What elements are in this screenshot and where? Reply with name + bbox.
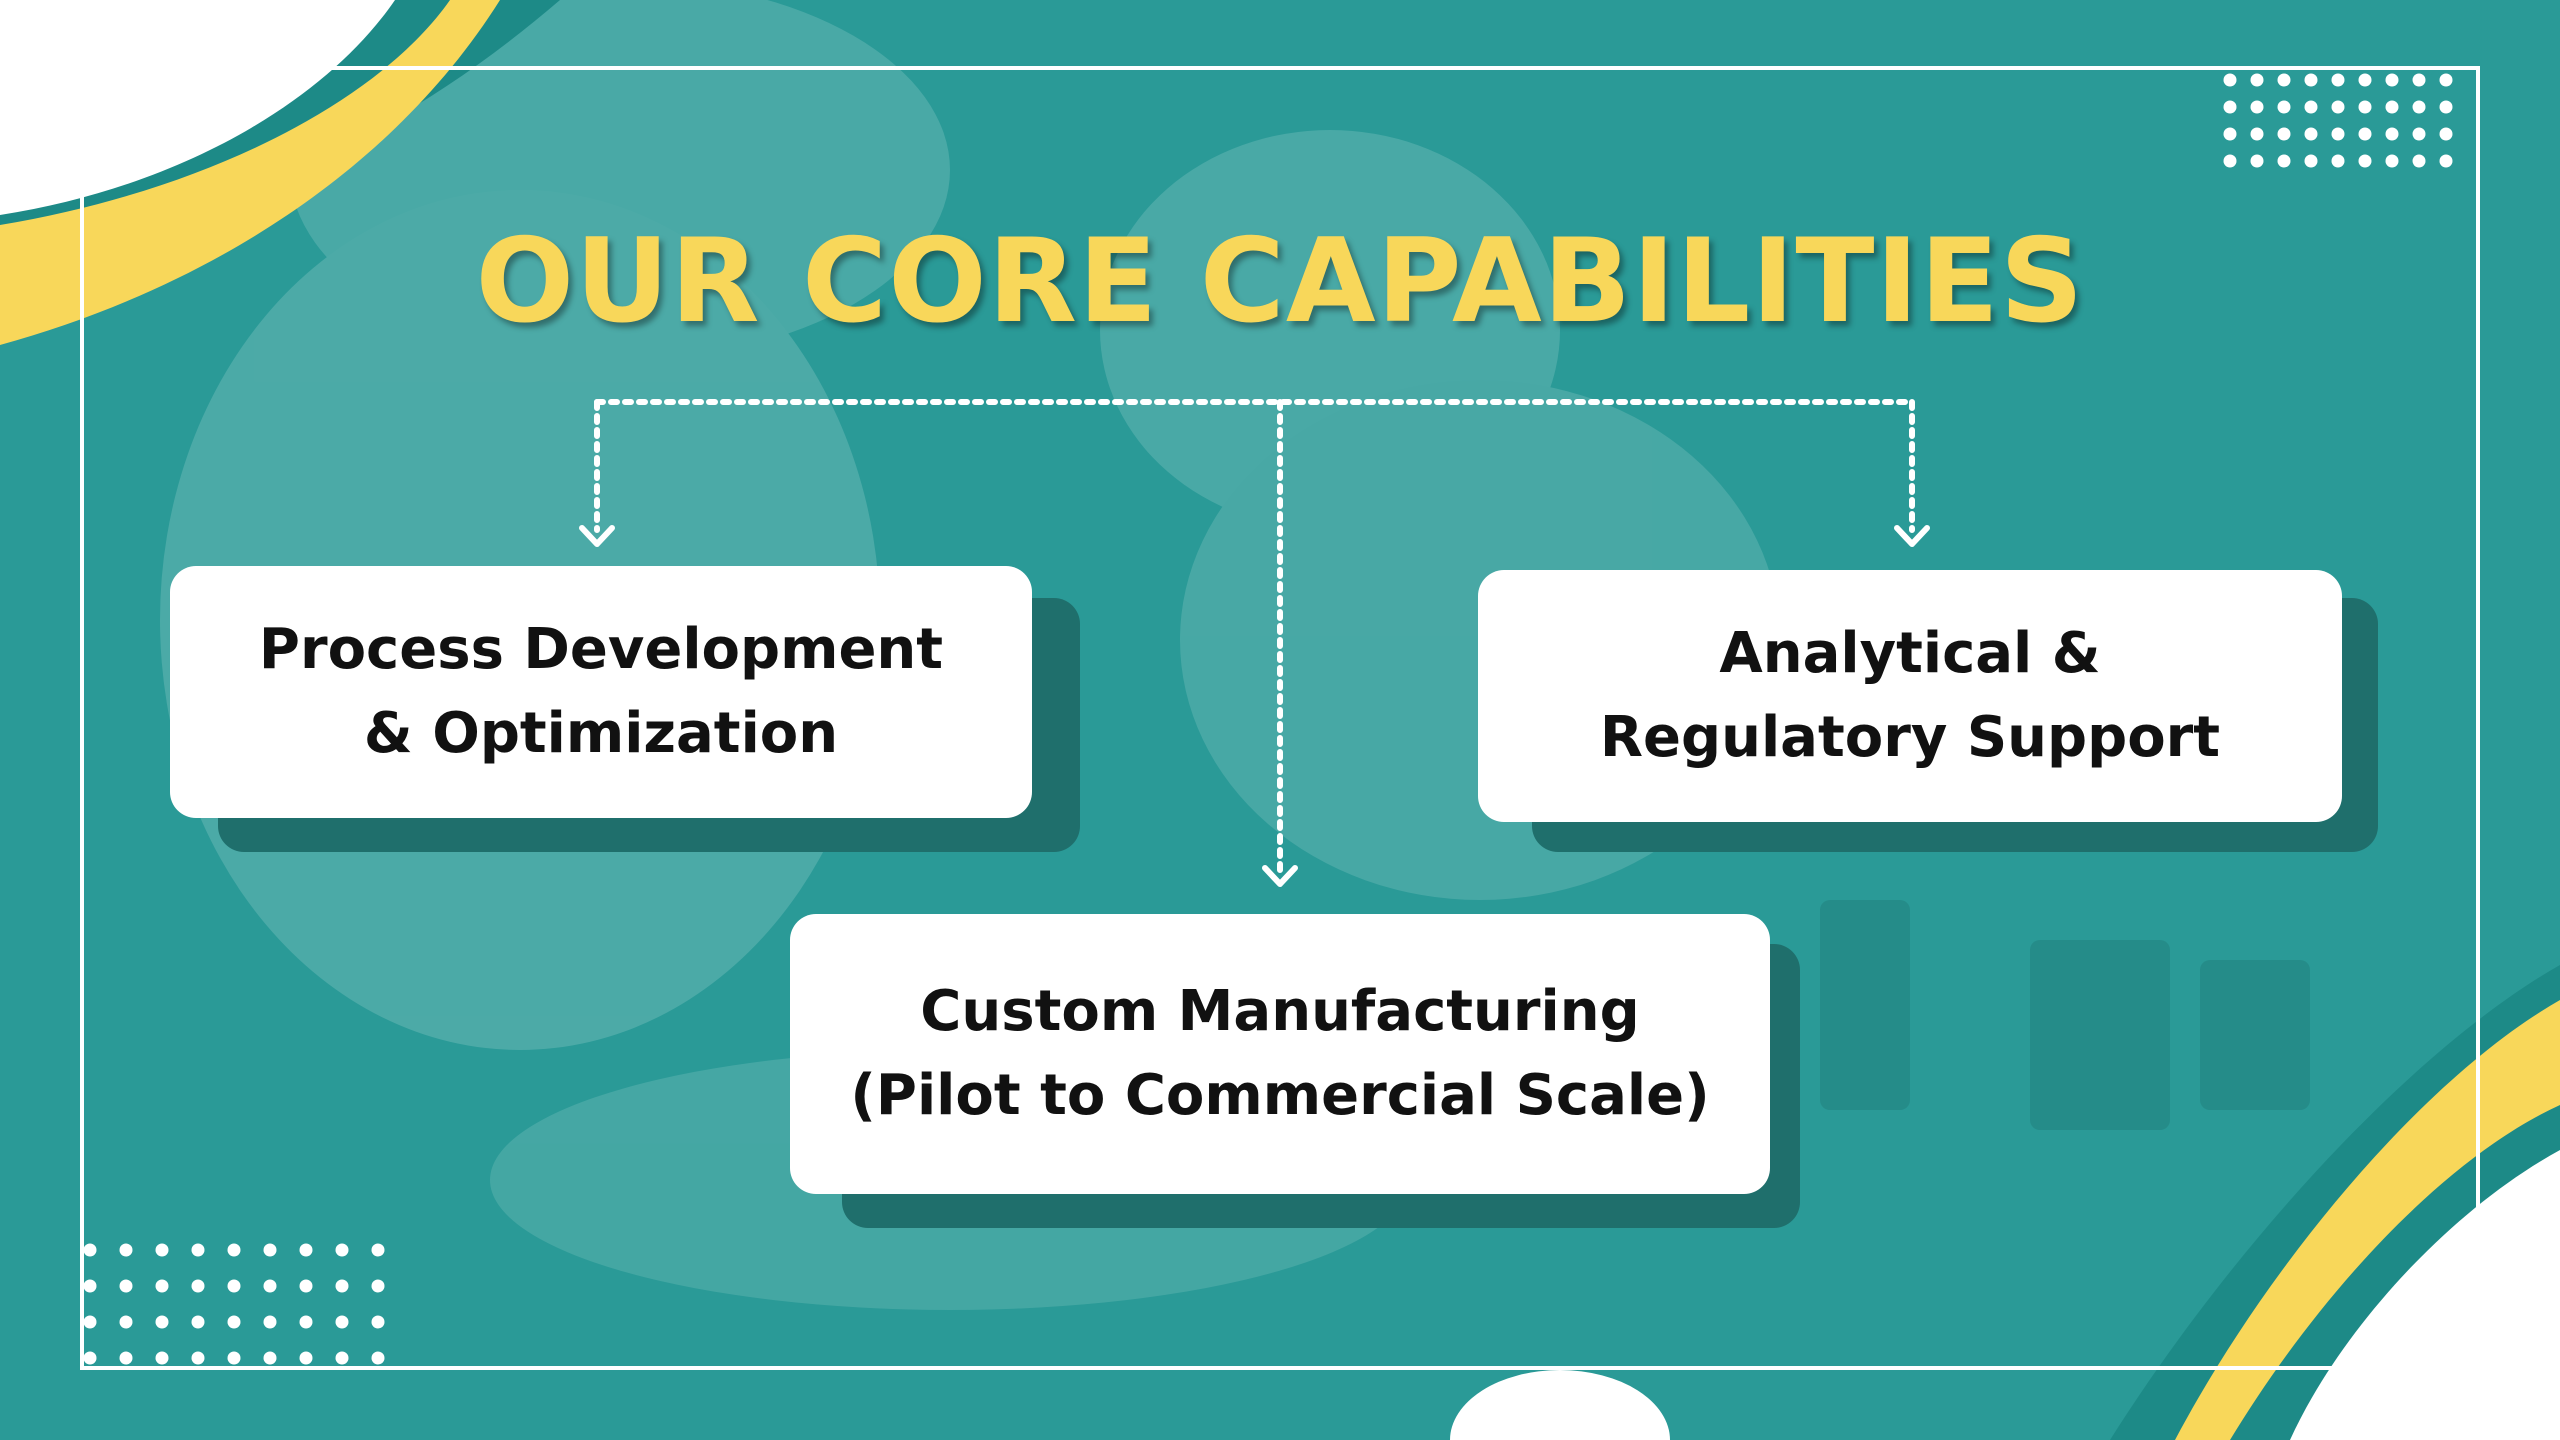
decorative-dot — [2385, 100, 2399, 114]
decorative-dot — [227, 1243, 241, 1257]
decorative-dot — [2304, 100, 2318, 114]
decorative-dot — [2385, 127, 2399, 141]
decorative-dot — [335, 1315, 349, 1329]
decorative-dot — [119, 1351, 133, 1365]
decorative-dot — [191, 1315, 205, 1329]
decorative-dot — [2250, 127, 2264, 141]
decorative-dot — [2223, 100, 2237, 114]
decorative-dot — [155, 1243, 169, 1257]
decorative-dot — [227, 1279, 241, 1293]
card-title-line-2: & Optimization — [363, 701, 839, 766]
decorative-dot — [263, 1315, 277, 1329]
card-title-line-1: Analytical & — [1719, 621, 2101, 686]
decorative-dot — [2439, 154, 2453, 168]
decorative-dot — [2223, 127, 2237, 141]
decorative-dot — [155, 1351, 169, 1365]
decorative-dot — [299, 1279, 313, 1293]
decorative-dot — [2277, 127, 2291, 141]
decorative-dot — [299, 1315, 313, 1329]
decorative-dot — [2277, 154, 2291, 168]
decorative-dot — [83, 1279, 97, 1293]
capability-card-custom-manufacturing: Custom Manufacturing (Pilot to Commercia… — [790, 914, 1770, 1194]
decorative-dot — [371, 1351, 385, 1365]
dot-grid-bottom-left — [83, 1243, 385, 1365]
decorative-dot — [2304, 154, 2318, 168]
decorative-dot — [263, 1279, 277, 1293]
decorative-dot — [227, 1315, 241, 1329]
decorative-dot — [119, 1279, 133, 1293]
decorative-dot — [2385, 154, 2399, 168]
card-title-line-1: Process Development — [258, 617, 944, 682]
decorative-dot — [2385, 73, 2399, 87]
decorative-dot — [119, 1243, 133, 1257]
dot-grid-top-right — [2223, 73, 2453, 168]
slide-title: OUR CORE CAPABILITIES — [475, 214, 2085, 349]
decorative-dot — [371, 1279, 385, 1293]
decorative-dot — [2331, 100, 2345, 114]
decorative-dot — [2223, 154, 2237, 168]
decorative-dot — [2358, 73, 2372, 87]
decorative-dot — [83, 1243, 97, 1257]
decorative-dot — [155, 1279, 169, 1293]
bottom-half-circle — [1450, 1370, 1670, 1440]
decorative-dot — [119, 1315, 133, 1329]
top-left-swoosh — [0, 0, 560, 345]
capability-card-analytical-regulatory: Analytical & Regulatory Support — [1478, 570, 2342, 822]
decorative-dot — [191, 1243, 205, 1257]
decorative-dot — [155, 1315, 169, 1329]
decorative-dot — [83, 1351, 97, 1365]
decorative-dot — [2358, 154, 2372, 168]
decorative-dot — [2412, 73, 2426, 87]
decorative-dot — [2358, 100, 2372, 114]
capability-card-process-development: Process Development & Optimization — [170, 566, 1032, 818]
card-title-line-1: Custom Manufacturing — [920, 979, 1640, 1044]
decorative-dot — [2331, 73, 2345, 87]
decorative-dot — [335, 1243, 349, 1257]
decorative-dot — [335, 1279, 349, 1293]
decorative-dot — [2358, 127, 2372, 141]
decorative-dot — [2331, 154, 2345, 168]
card-title-line-2: (Pilot to Commercial Scale) — [850, 1063, 1710, 1128]
decorative-dot — [2439, 100, 2453, 114]
decorative-dot — [2331, 127, 2345, 141]
decorative-dot — [227, 1351, 241, 1365]
decorative-dot — [2439, 127, 2453, 141]
decorative-dot — [371, 1243, 385, 1257]
decorative-dot — [2412, 100, 2426, 114]
decorative-dot — [2412, 154, 2426, 168]
decorative-dot — [2304, 127, 2318, 141]
decorative-dot — [191, 1279, 205, 1293]
frame-border — [80, 66, 2480, 1370]
arrow-down-icon — [1262, 865, 1298, 887]
decorative-dot — [299, 1243, 313, 1257]
connector-arrowheads — [579, 525, 1930, 887]
decorative-dot — [191, 1351, 205, 1365]
decorative-dot — [2250, 154, 2264, 168]
decorative-dot — [2304, 73, 2318, 87]
connector-lines — [594, 399, 1915, 873]
decorative-dot — [83, 1315, 97, 1329]
decorative-dot — [299, 1351, 313, 1365]
decorative-dot — [2250, 73, 2264, 87]
decorative-dot — [2439, 73, 2453, 87]
card-title-line-2: Regulatory Support — [1599, 705, 2221, 770]
decorative-dot — [263, 1243, 277, 1257]
decorative-dot — [2277, 100, 2291, 114]
decorative-dot — [2250, 100, 2264, 114]
arrow-down-icon — [1894, 525, 1930, 547]
arrow-down-icon — [579, 525, 615, 547]
decorative-dot — [2412, 127, 2426, 141]
decorative-dot — [335, 1351, 349, 1365]
decorative-dot — [2223, 73, 2237, 87]
decorative-dot — [371, 1315, 385, 1329]
decorative-dot — [263, 1351, 277, 1365]
decorative-dot — [2277, 73, 2291, 87]
